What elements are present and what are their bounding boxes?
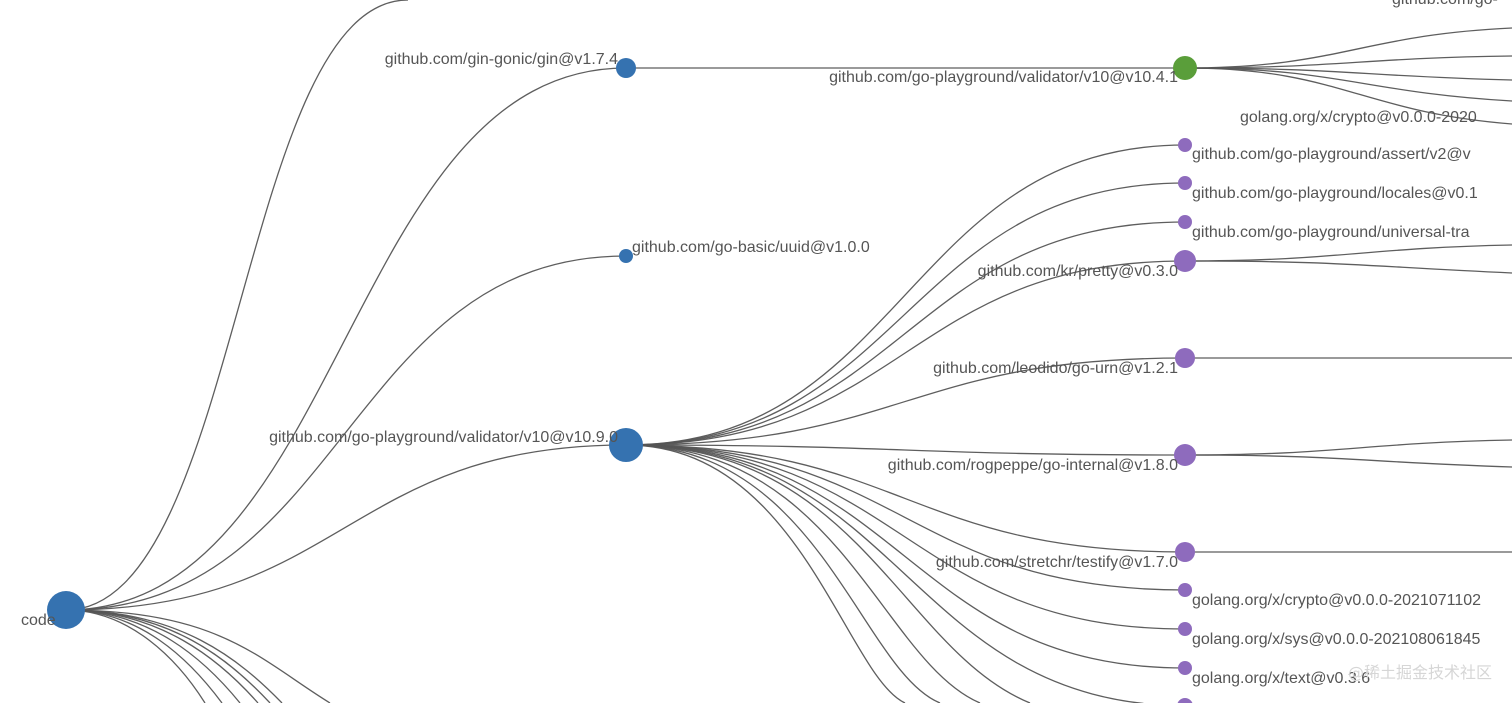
node-universal[interactable] — [1178, 215, 1192, 229]
edge-validator-bottom-1 — [625, 444, 1147, 703]
label-universal: github.com/go-playground/universal-tra — [1192, 224, 1470, 241]
label-gin: github.com/gin-gonic/gin@v1.7.4 — [385, 51, 618, 68]
label-uuid: github.com/go-basic/uuid@v1.0.0 — [632, 239, 870, 256]
label-layer: code github.com/gin-gonic/gin@v1.7.4 git… — [21, 0, 1498, 687]
watermark: @稀土掘金技术社区 — [1348, 663, 1492, 682]
node-sys[interactable] — [1178, 622, 1192, 636]
edge-root-bottom-6 — [65, 609, 223, 703]
label-text: golang.org/x/text@v0.3.6 — [1192, 670, 1370, 687]
label-validator-v10-4: github.com/go-playground/validator/v10@v… — [829, 69, 1178, 86]
label-internal: github.com/rogpeppe/go-internal@v1.8.0 — [888, 457, 1178, 474]
label-validator-v10-9: github.com/go-playground/validator/v10@v… — [269, 429, 618, 446]
edge-validator-bottom-4 — [625, 444, 941, 703]
node-crypto-2021[interactable] — [1178, 583, 1192, 597]
edge-validator-pretty — [625, 260, 1186, 446]
edge-layer — [65, 0, 1512, 703]
edge-validator-sys — [625, 444, 1186, 630]
label-locales: github.com/go-playground/locales@v0.1 — [1192, 185, 1478, 202]
node-locales[interactable] — [1178, 176, 1192, 190]
edge-root-bottom-2 — [65, 609, 283, 703]
edge-pretty-out-2 — [1184, 260, 1512, 274]
edge-validator-bottom-3 — [625, 444, 981, 703]
edge-root-bottom-7 — [65, 609, 206, 703]
label-top-cut: github.com/go- — [1392, 0, 1498, 8]
node-urn[interactable] — [1175, 348, 1195, 368]
node-text[interactable] — [1178, 661, 1192, 675]
node-internal[interactable] — [1174, 444, 1196, 466]
node-root[interactable] — [47, 591, 85, 629]
edge-validator-v10-4-out-1 — [1184, 27, 1512, 69]
node-bottom-cut[interactable] — [1177, 698, 1193, 703]
edge-validator-universal — [625, 221, 1186, 446]
node-pretty[interactable] — [1174, 250, 1196, 272]
label-urn: github.com/leodido/go-urn@v1.2.1 — [933, 360, 1178, 377]
edge-internal-out-2 — [1184, 454, 1512, 468]
node-testify[interactable] — [1175, 542, 1195, 562]
edge-pretty-out-1 — [1184, 244, 1512, 262]
edge-validator-v10-4-out-4 — [1184, 67, 1512, 102]
edge-root-gin — [65, 67, 627, 611]
edge-validator-urn — [625, 357, 1186, 446]
edge-validator-v10-4-out-5 — [1184, 67, 1512, 125]
edge-root-uuid — [65, 255, 627, 611]
edge-validator-crypto-2021 — [625, 444, 1186, 591]
edge-root-bottom-1 — [65, 609, 331, 703]
node-validator-v10-9[interactable] — [609, 428, 643, 462]
edge-validator-bottom-5 — [625, 444, 906, 703]
node-gin[interactable] — [616, 58, 636, 78]
edge-internal-out-1 — [1184, 439, 1512, 456]
node-assert[interactable] — [1178, 138, 1192, 152]
edge-root-top — [65, 0, 409, 611]
node-uuid[interactable] — [619, 249, 633, 263]
label-testify: github.com/stretchr/testify@v1.7.0 — [936, 554, 1178, 571]
node-layer — [47, 56, 1197, 703]
edge-validator-internal — [625, 444, 1186, 456]
edge-validator-v10-4-out-2 — [1184, 55, 1512, 69]
label-crypto-2021: golang.org/x/crypto@v0.0.0-2021071102 — [1192, 592, 1481, 609]
edge-validator-locales — [625, 182, 1186, 446]
label-root: code — [21, 612, 56, 629]
label-assert: github.com/go-playground/assert/v2@v — [1192, 146, 1471, 163]
label-sys: golang.org/x/sys@v0.0.0-202108061845 — [1192, 631, 1481, 648]
edge-validator-bottom-2 — [625, 444, 1031, 703]
label-crypto-2020: golang.org/x/crypto@v0.0.0-2020 — [1240, 109, 1477, 126]
label-pretty: github.com/kr/pretty@v0.3.0 — [978, 263, 1178, 280]
edge-root-validator — [65, 444, 627, 611]
node-validator-v10-4[interactable] — [1173, 56, 1197, 80]
edge-validator-testify — [625, 444, 1186, 553]
edge-validator-text — [625, 444, 1186, 669]
edge-validator-v10-4-out-3 — [1184, 67, 1512, 81]
edge-validator-assert — [625, 144, 1186, 446]
